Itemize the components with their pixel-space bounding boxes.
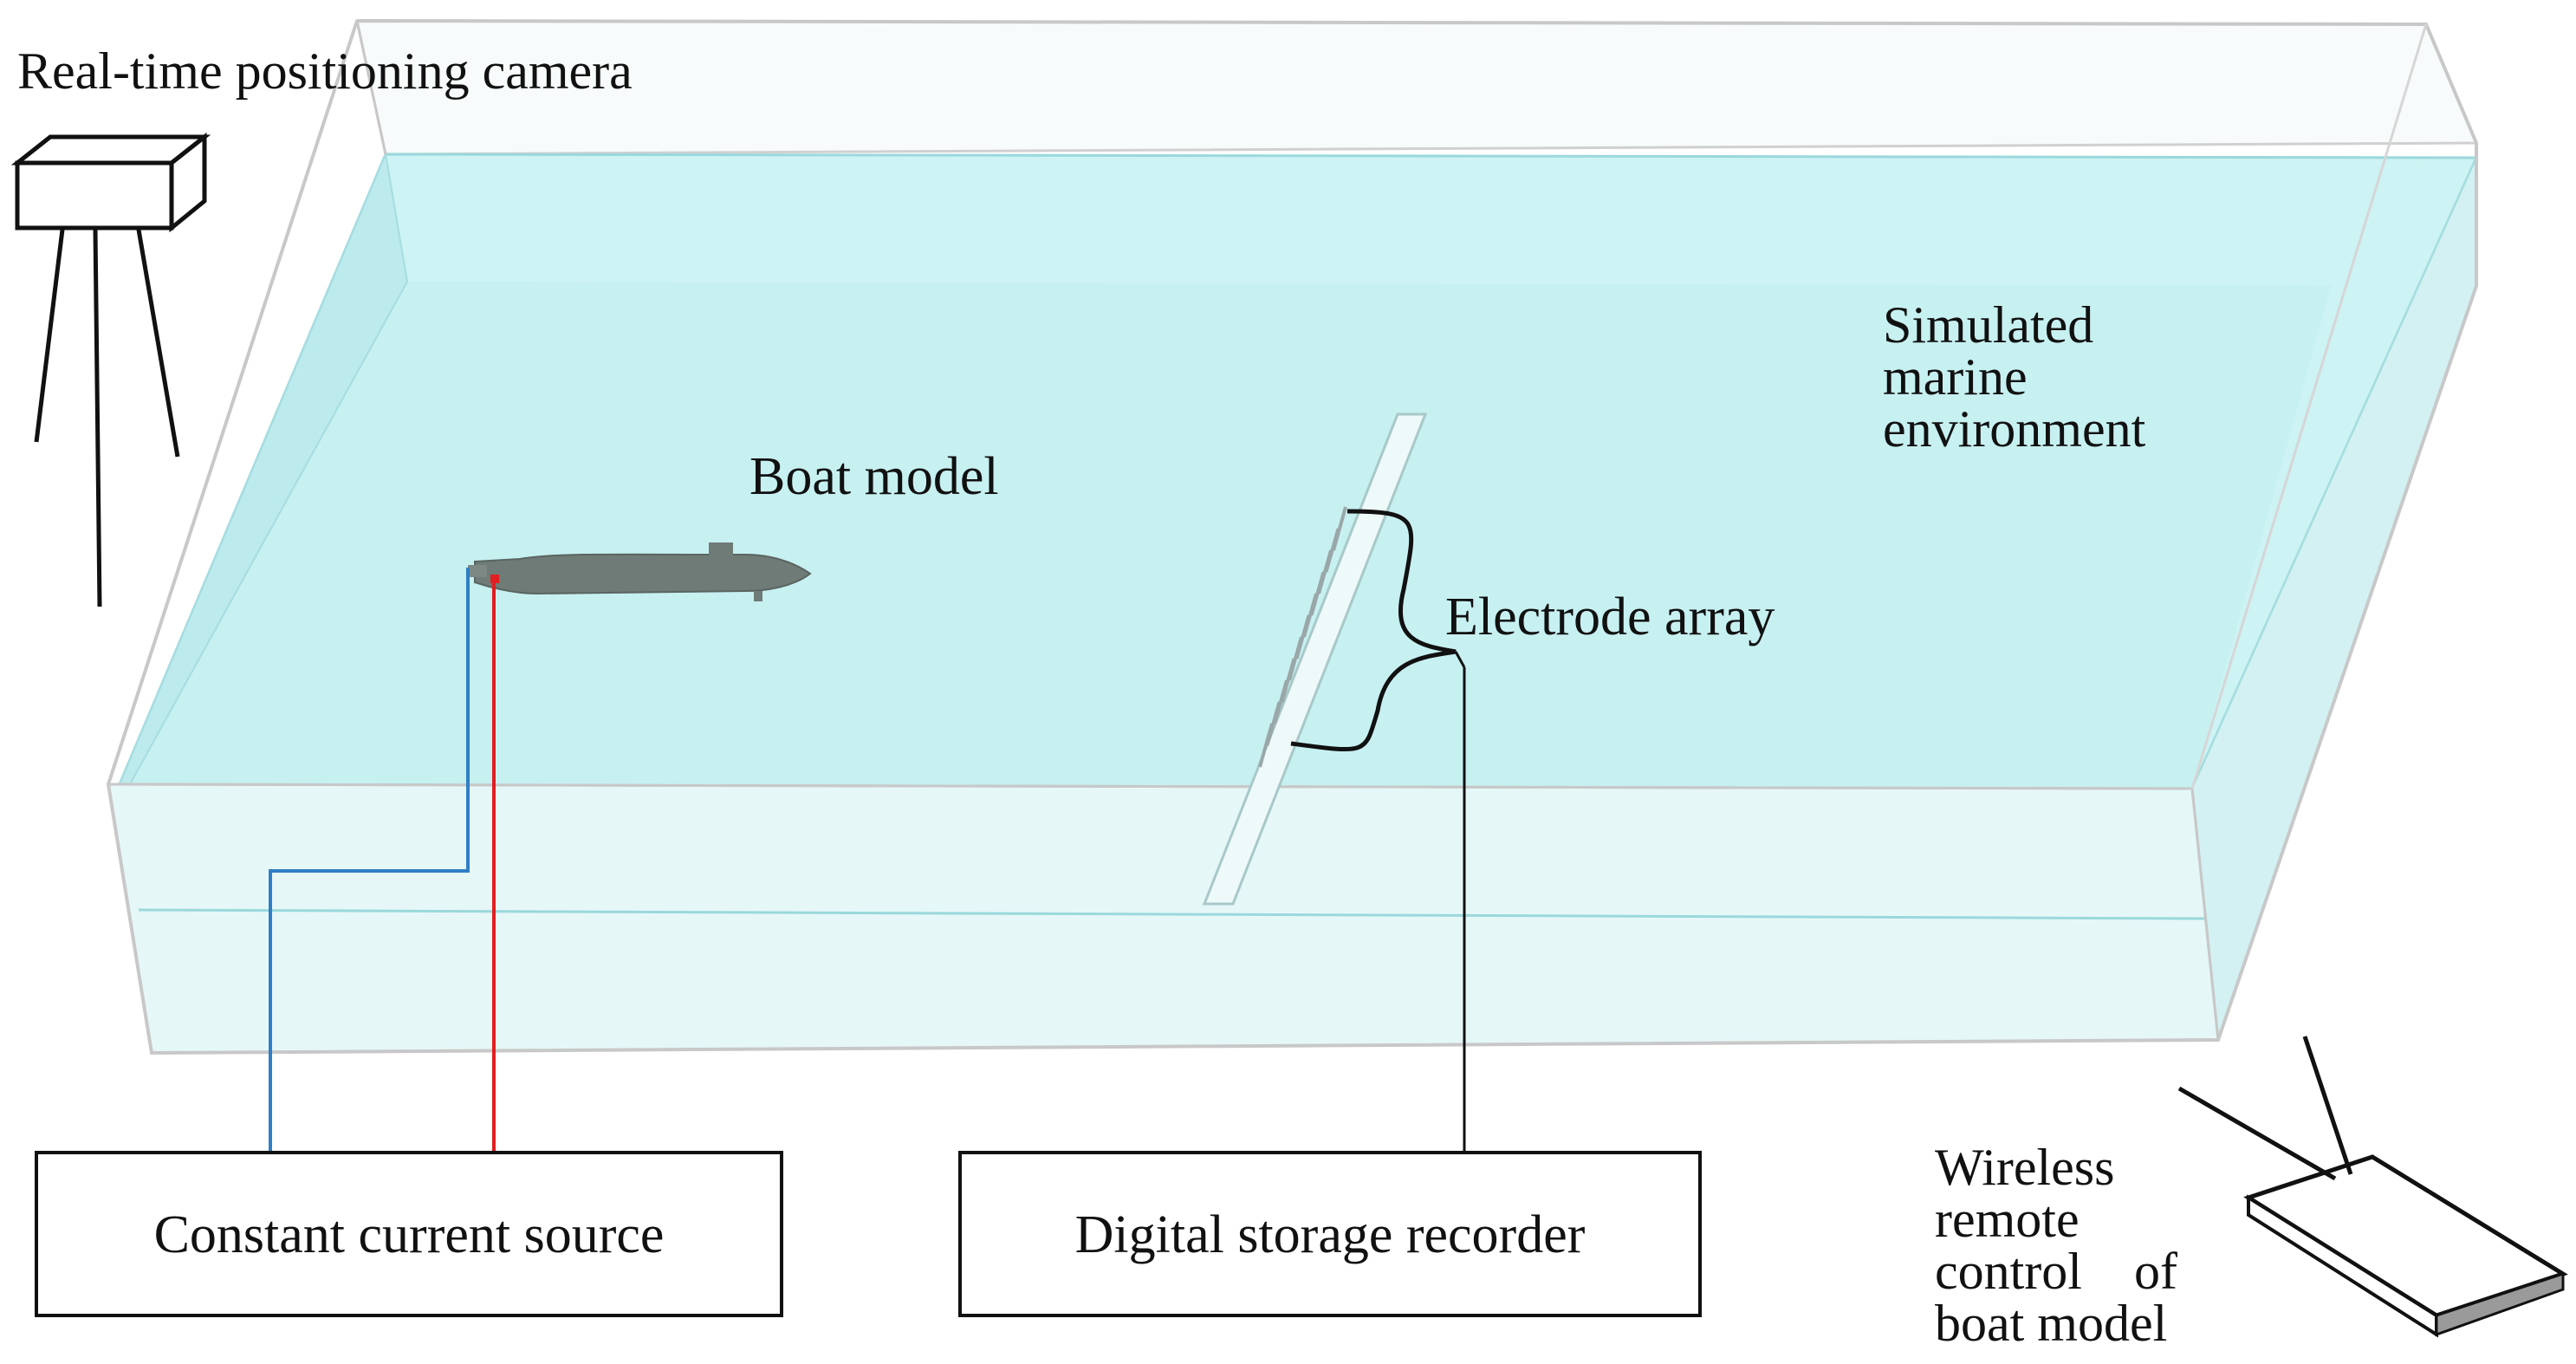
remote-label-line-3: control of	[1935, 1243, 2177, 1300]
tripod-leg-left	[34, 229, 65, 443]
electrode-lead	[1454, 651, 1466, 668]
camera-body-front	[15, 160, 174, 231]
wireless-remote	[2177, 1036, 2568, 1338]
environment-label: Simulated marine environment	[1883, 296, 2146, 458]
remote-label-line-1: Wireless	[1935, 1139, 2115, 1196]
environment-label-line-2: marine	[1883, 348, 2028, 406]
boat-hull	[474, 553, 812, 595]
boat-fin	[754, 591, 762, 601]
tripod-leg-center	[93, 229, 102, 607]
constant-current-source-label: Constant current source	[154, 1205, 665, 1264]
wire-negative	[269, 568, 470, 1153]
remote-antenna-right	[2302, 1036, 2353, 1175]
boat-tail	[468, 565, 487, 577]
tank-edge-back-left	[355, 20, 387, 155]
camera-body-side	[169, 132, 207, 233]
tank-edge-front-right	[2190, 788, 2220, 1041]
boat-model	[468, 542, 812, 601]
digital-storage-recorder-label: Digital storage recorder	[1075, 1205, 1586, 1264]
digital-storage-recorder-box	[958, 1151, 1702, 1317]
remote-antenna-left	[2177, 1086, 2337, 1181]
tank-edge-top-front	[107, 783, 2193, 790]
remote-label-line-2: remote	[1935, 1191, 2080, 1248]
tank-back-wall	[355, 19, 2479, 156]
electrode-pins	[1258, 506, 1347, 768]
electrode-pin	[1258, 723, 1274, 768]
remote-label: Wireless remote control of boat model	[1935, 1139, 2190, 1352]
remote-side	[2435, 1271, 2565, 1337]
electrode-array	[1202, 412, 1466, 906]
electrode-brace	[1290, 509, 1457, 752]
environment-label-line-1: Simulated	[1883, 296, 2093, 354]
camera-label: Real-time positioning camera	[17, 42, 633, 100]
tank-outline	[106, 19, 2478, 1055]
water-tank	[106, 19, 2479, 1055]
tripod-leg-right	[136, 229, 180, 458]
tank-edge-right-top	[2190, 23, 2428, 789]
boat-sail	[709, 542, 733, 558]
positioning-camera	[10, 132, 211, 607]
water-body	[130, 282, 2331, 789]
boat-model-label: Boat model	[749, 447, 999, 506]
remote-label-line-4: boat model	[1935, 1295, 2167, 1352]
front-water-line	[138, 908, 2206, 920]
constant-current-source-box	[35, 1151, 783, 1317]
environment-label-line-3: environment	[1883, 400, 2146, 458]
electrode-array-label: Electrode array	[1445, 588, 1775, 646]
